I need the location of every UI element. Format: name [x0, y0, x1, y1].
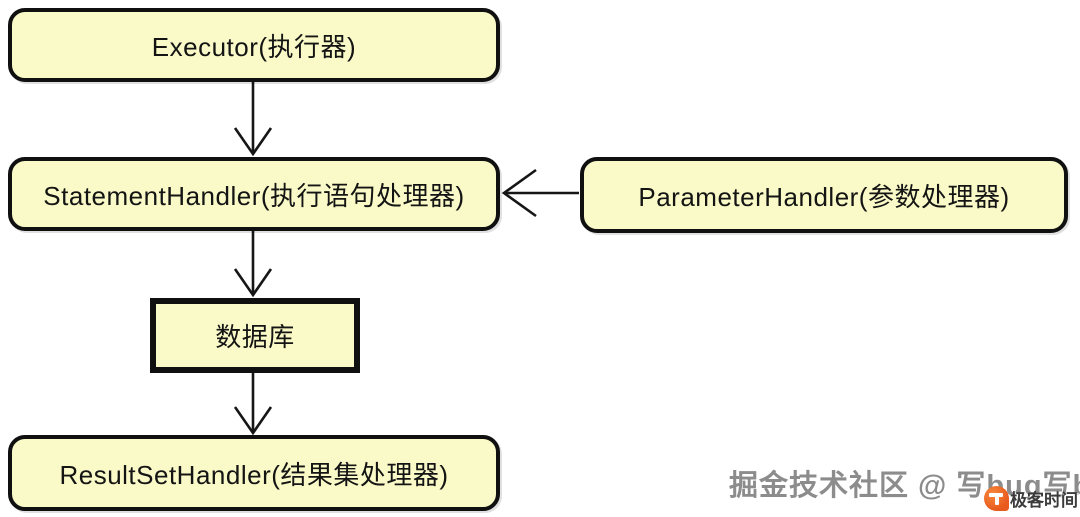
geektime-logo-text: 极客时间 [1010, 491, 1078, 510]
node-database: 数据库 [150, 298, 360, 373]
watermark-text: 掘金技术社区 @ 写bug写bug [729, 470, 1080, 502]
arrow-statementhandler-to-database-icon [233, 231, 273, 298]
node-parameter-handler: ParameterHandler(参数处理器) [580, 157, 1068, 233]
node-executor: Executor(执行器) [8, 8, 500, 82]
corner-logo: 极客时间 [984, 486, 1078, 511]
arrow-executor-to-statementhandler-icon [233, 82, 273, 157]
geektime-logo-icon [984, 486, 1009, 511]
node-resultset-handler: ResultSetHandler(结果集处理器) [8, 435, 500, 511]
arrow-parameterhandler-to-statementhandler-icon [501, 168, 579, 218]
node-statement-handler: StatementHandler(执行语句处理器) [8, 157, 500, 231]
arrow-database-to-resultsethandler-icon [233, 373, 273, 436]
